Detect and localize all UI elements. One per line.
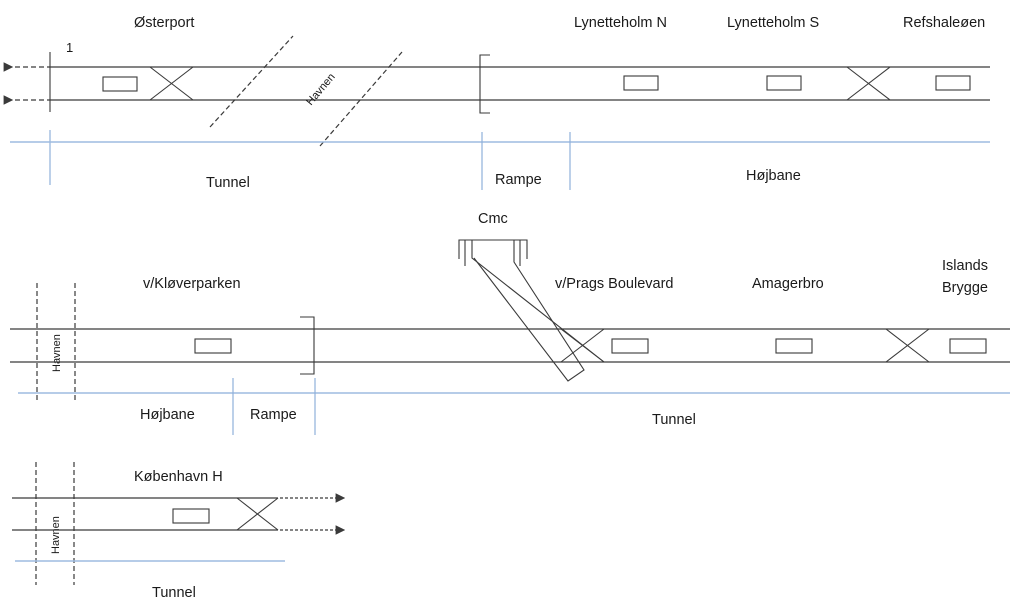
segment-label-tunnel: Tunnel: [206, 175, 250, 191]
harbour-edge-right: [319, 51, 403, 147]
platform-lynetteholm-n: [623, 75, 659, 91]
harbour-label: Havnen: [50, 516, 62, 554]
station-label-lynetteholm-s: Lynetteholm S: [727, 15, 819, 31]
crossover-islands-brygge-b: [885, 328, 930, 363]
station-label-amagerbro: Amagerbro: [752, 276, 824, 292]
segment-label-tunnel: Tunnel: [652, 412, 696, 428]
depot-label-cmc: Cmc: [478, 211, 508, 227]
station-label-kloverparken: v/Kløverparken: [143, 276, 241, 292]
platform-kobenhavn-h: [172, 508, 210, 524]
platform-osterport: [102, 76, 138, 92]
segment-label-hojbane: Højbane: [746, 168, 801, 184]
section-2: Havnen v/Kløverparken Cmc v/Prags Boulev…: [10, 211, 1010, 435]
harbour-label: Havnen: [304, 71, 338, 108]
platform-islands-brygge: [949, 338, 987, 354]
platform-refshaleoen: [935, 75, 971, 91]
station-label-islands-brygge-line2: Brygge: [942, 280, 988, 296]
crossover-kobenhavn-h-b: [236, 497, 279, 531]
depot-track-right: [473, 240, 585, 382]
station-label-lynetteholm-n: Lynetteholm N: [574, 15, 667, 31]
tunnel-portal: [300, 316, 315, 375]
crossover-osterport-b: [149, 66, 194, 101]
station-label-islands-brygge-line1: Islands: [942, 258, 988, 274]
station-label-refshaleoen: Refshaleøen: [903, 15, 985, 31]
crossover-refshaleoen-b: [846, 66, 891, 101]
depot-track-left: [464, 240, 605, 363]
depot-bracket: [458, 239, 528, 259]
segment-label-hojbane: Højbane: [140, 407, 195, 423]
harbour-label: Havnen: [51, 334, 63, 372]
track-number-label: 1: [66, 40, 73, 55]
segment-label-rampe: Rampe: [250, 407, 297, 423]
station-label-kobenhavn-h: København H: [134, 469, 223, 485]
harbour-edge-left: [209, 35, 294, 128]
station-label-prags-boulevard: v/Prags Boulevard: [555, 276, 673, 292]
crossover-prags-b: [560, 328, 605, 363]
section-3: Havnen København H Tunnel: [12, 462, 346, 601]
section-1: 1 Østerport Havnen Lynetteholm N Lynette…: [3, 15, 990, 191]
platform-amagerbro: [775, 338, 813, 354]
segment-label-rampe: Rampe: [495, 172, 542, 188]
segment-label-tunnel: Tunnel: [152, 585, 196, 601]
platform-prags-boulevard: [611, 338, 649, 354]
station-label-osterport: Østerport: [134, 15, 194, 31]
platform-kloverparken: [194, 338, 232, 354]
platform-lynetteholm-s: [766, 75, 802, 91]
tunnel-portal: [479, 54, 490, 114]
